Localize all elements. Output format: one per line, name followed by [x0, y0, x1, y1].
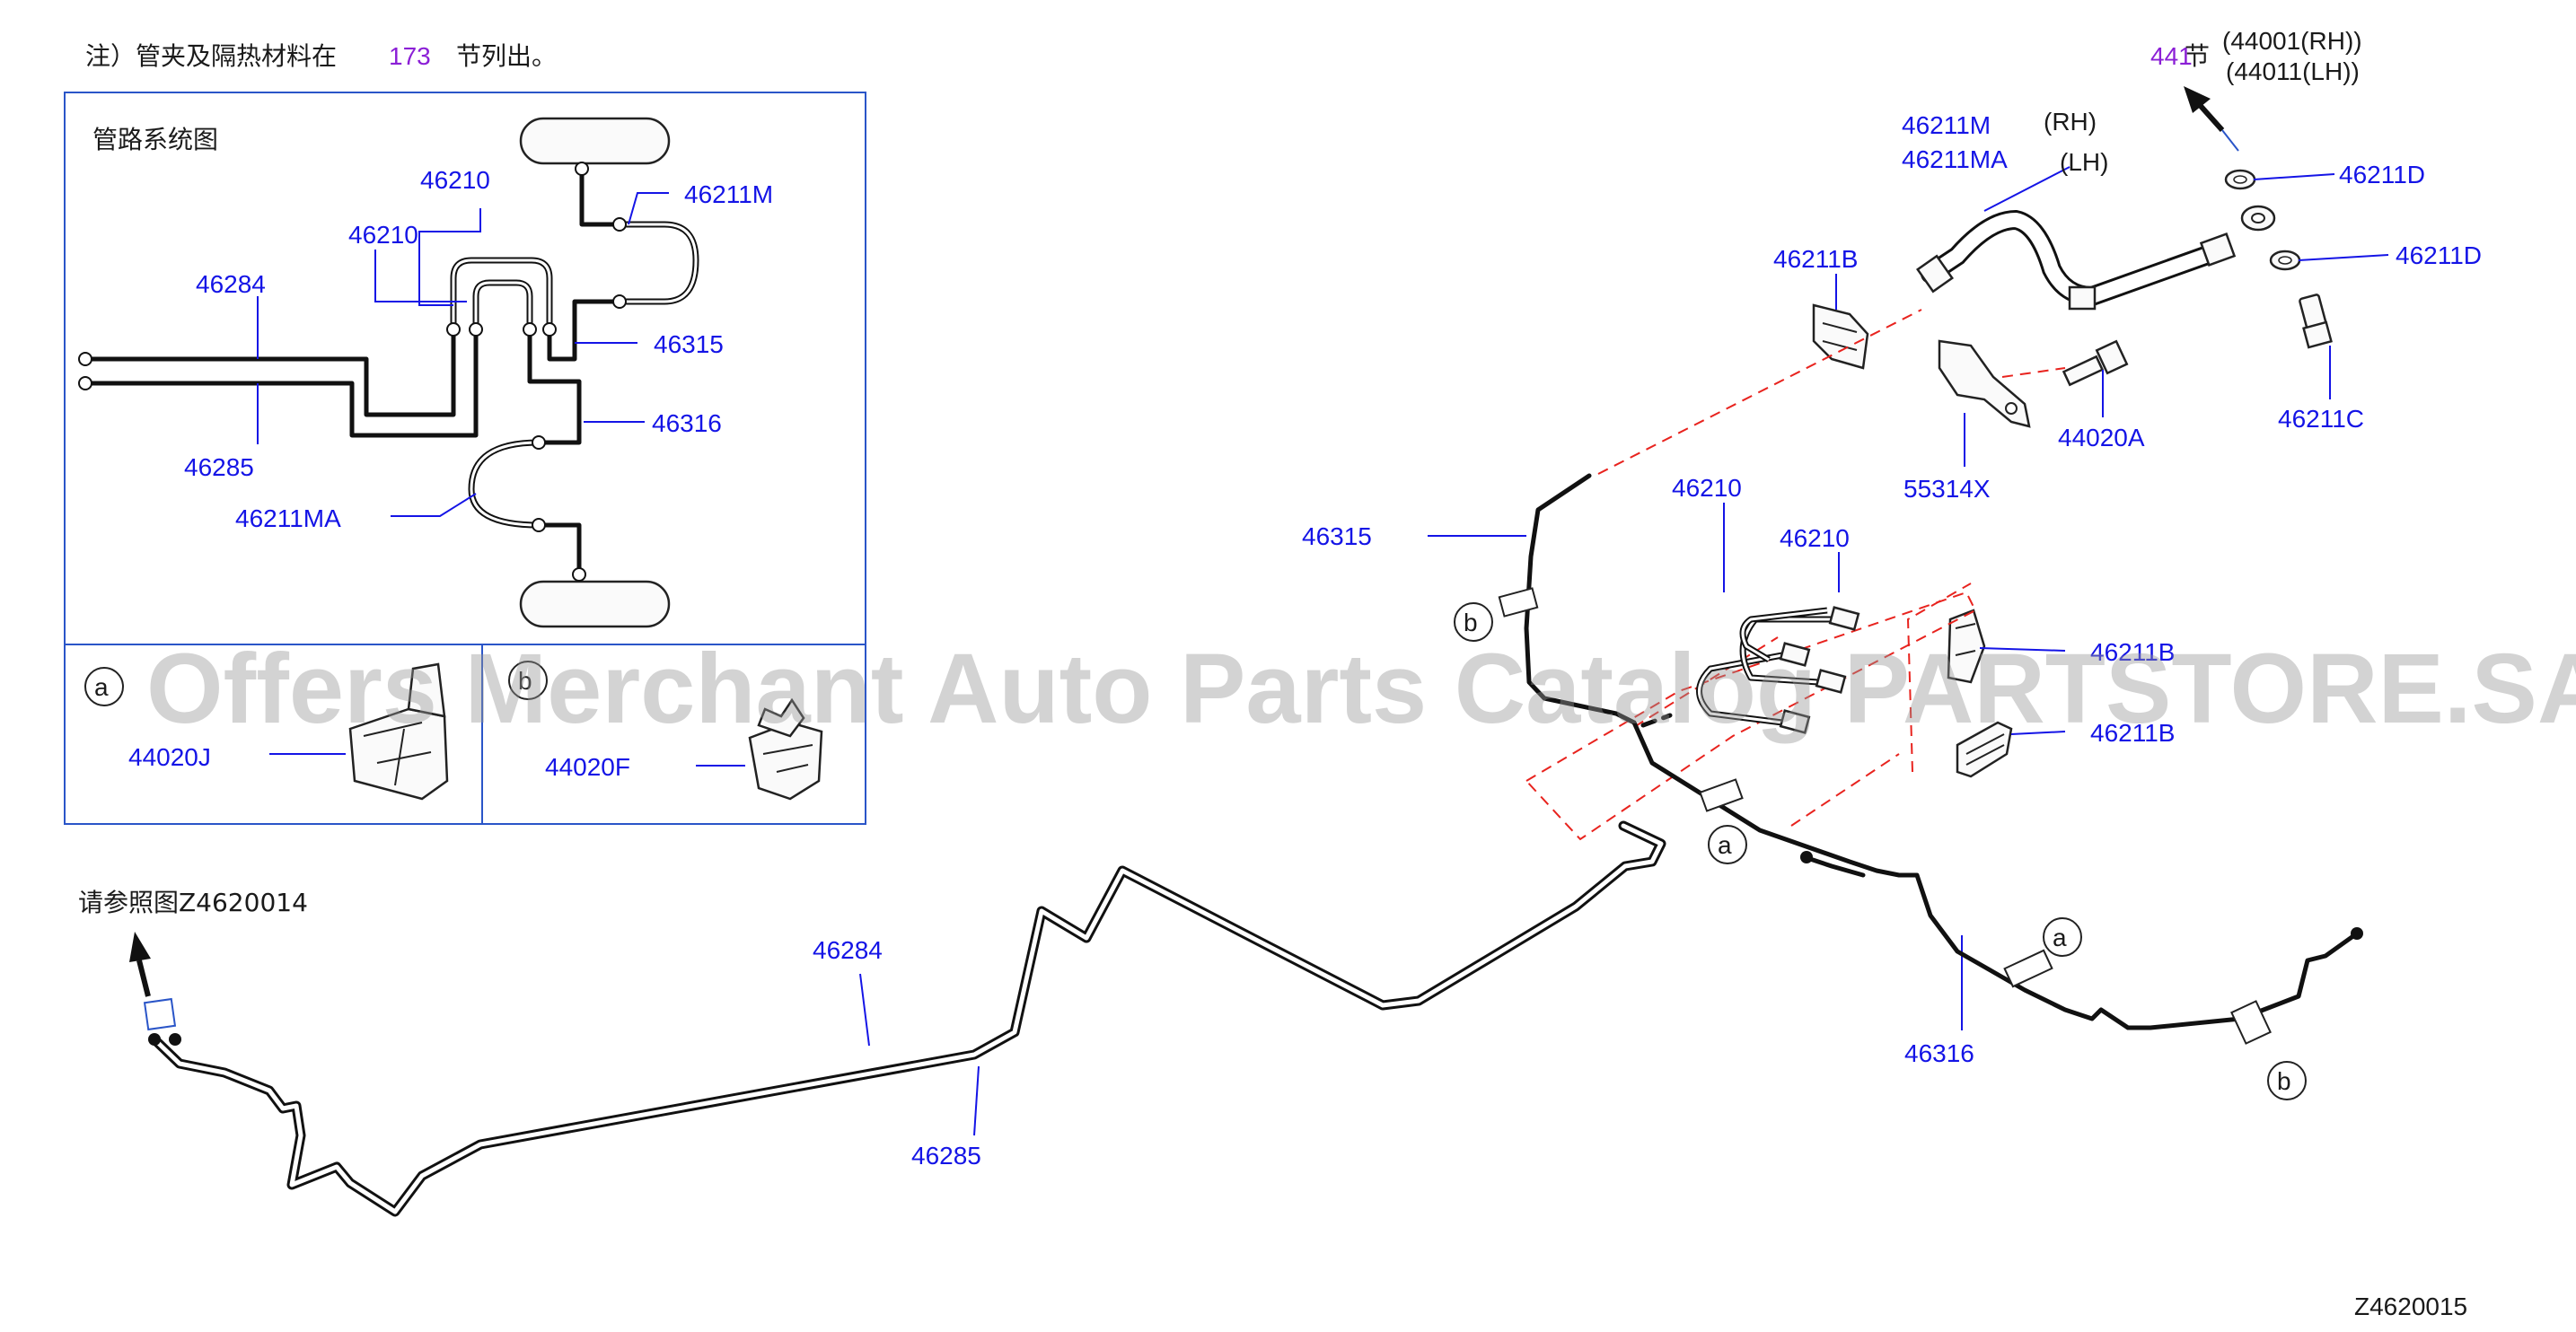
bottom-cylinder — [519, 580, 671, 628]
note-prefix: 注）管夹及隔热材料在 — [85, 41, 337, 71]
arrow-to-caliper-icon — [2184, 86, 2239, 152]
inset-pipe-46284 — [83, 327, 456, 417]
clip-46211b-mid-icon — [1947, 609, 1986, 684]
inset-pipe-46316 — [527, 327, 582, 445]
marker-b-2-circle — [2267, 1061, 2307, 1100]
diagram-code: Z4620015 — [2354, 1293, 2467, 1320]
label-46315[interactable]: 46315 — [1302, 522, 1372, 550]
system-inset: 管路系统图 — [64, 92, 866, 825]
inset-label-46210-a[interactable]: 46210 — [420, 166, 490, 194]
note-page-link[interactable]: 173 — [389, 42, 431, 70]
marker-b-2: b — [2277, 1067, 2291, 1095]
inset-pipe-46285 — [83, 327, 479, 438]
bracket-55314x-icon — [1938, 339, 2031, 428]
inset-loop-inner — [472, 279, 533, 329]
label-46316[interactable]: 46316 — [1904, 1039, 1974, 1067]
inset-label-46211ma[interactable]: 46211MA — [235, 504, 341, 532]
washer-46211d-icon — [2224, 169, 2301, 271]
marker-a-2: a — [2053, 924, 2067, 951]
pipe-46315[interactable] — [1524, 473, 1637, 725]
inset-label-46211m[interactable]: 46211M — [684, 180, 773, 208]
label-55314x[interactable]: 55314X — [1903, 475, 1991, 503]
clip-tag-a-2 — [2003, 949, 2053, 988]
inset-frame — [64, 92, 866, 825]
detail-a-marker-circle — [84, 667, 124, 706]
inset-loop-outer — [450, 257, 553, 329]
detail-b-marker-circle — [508, 661, 548, 700]
brake-hose-46211m-icon — [1916, 205, 2276, 311]
detail-b-part-44020f[interactable]: 44020F — [545, 753, 630, 781]
label-46211d-2[interactable]: 46211D — [2396, 241, 2482, 269]
top-cylinder — [519, 117, 671, 165]
detail-b-marker: b — [518, 667, 532, 695]
ref-44001-rh: (44001(RH)) — [2222, 27, 2362, 55]
clip-tag-b-2 — [2230, 1000, 2272, 1045]
detail-a-part-44020j[interactable]: 44020J — [128, 743, 211, 771]
label-46211b-2[interactable]: 46211B — [2090, 638, 2175, 666]
label-46211c[interactable]: 46211C — [2278, 405, 2364, 433]
label-46211m[interactable]: 46211M — [1902, 111, 1991, 139]
clip-44020j-icon — [348, 662, 449, 801]
guide-line-clips — [1525, 591, 1977, 841]
see-figure-ref[interactable]: 请参照图Z4620014 — [78, 888, 308, 917]
label-46210-2[interactable]: 46210 — [1780, 524, 1850, 552]
label-46211ma[interactable]: 46211MA — [1902, 145, 2008, 173]
clip-tag-b — [1498, 587, 1539, 618]
guide-line-hose — [1597, 309, 2066, 475]
label-44020a[interactable]: 44020A — [2058, 424, 2145, 451]
clip-46211b-low-icon — [1956, 721, 2013, 778]
pipe-46316[interactable] — [1631, 720, 2360, 1030]
detail-a-marker: a — [94, 673, 109, 701]
section-441-link[interactable]: 441 — [2150, 42, 2193, 70]
marker-a-1-circle — [1708, 825, 1747, 864]
inset-label-46285[interactable]: 46285 — [184, 453, 254, 481]
marker-b-1-circle — [1454, 602, 1493, 642]
label-rh: (RH) — [2044, 108, 2097, 136]
watermark: Offers Merchant Auto Parts Catalog PARTS… — [146, 634, 2576, 744]
bolt-46211c-icon — [2299, 294, 2333, 349]
label-46211d-1[interactable]: 46211D — [2339, 161, 2425, 188]
bolt-44020a-icon — [2062, 339, 2129, 387]
marker-a-1: a — [1718, 831, 1732, 859]
inset-hose-46211m — [620, 221, 699, 305]
label-46285[interactable]: 46285 — [911, 1142, 981, 1170]
inset-label-46284[interactable]: 46284 — [196, 270, 266, 298]
section-441-suffix: 节 — [2185, 41, 2210, 71]
inset-joints — [78, 162, 627, 582]
label-lh: (LH) — [2060, 148, 2108, 176]
clip-46211b-top-icon — [1812, 303, 1869, 370]
label-46211b-1[interactable]: 46211B — [1773, 245, 1858, 273]
label-46211b-3[interactable]: 46211B — [2090, 719, 2175, 747]
clip-tag-a-1 — [1699, 778, 1744, 812]
label-46210-1[interactable]: 46210 — [1672, 474, 1742, 502]
marker-a-2-circle — [2043, 917, 2082, 957]
arrow-to-front-icon — [129, 932, 151, 997]
ref-44011-lh: (44011(LH)) — [2226, 57, 2360, 85]
marker-b-1: b — [1464, 609, 1478, 636]
note-suffix: 节列出。 — [456, 41, 557, 71]
pipe-46284[interactable] — [149, 820, 1666, 1217]
inset-label-46316[interactable]: 46316 — [652, 409, 722, 437]
inset-label-46315[interactable]: 46315 — [654, 330, 724, 358]
clip-mark-left — [143, 997, 177, 1031]
pipe-46284-end — [148, 1033, 161, 1046]
clip-44020f-icon — [748, 697, 823, 801]
pipe-46210-loops[interactable] — [1696, 606, 1860, 734]
inset-pipe-46315 — [547, 299, 622, 362]
inset-label-46210-b[interactable]: 46210 — [348, 221, 418, 249]
label-46284[interactable]: 46284 — [813, 936, 883, 964]
inset-title: 管路系统图 — [92, 125, 218, 154]
